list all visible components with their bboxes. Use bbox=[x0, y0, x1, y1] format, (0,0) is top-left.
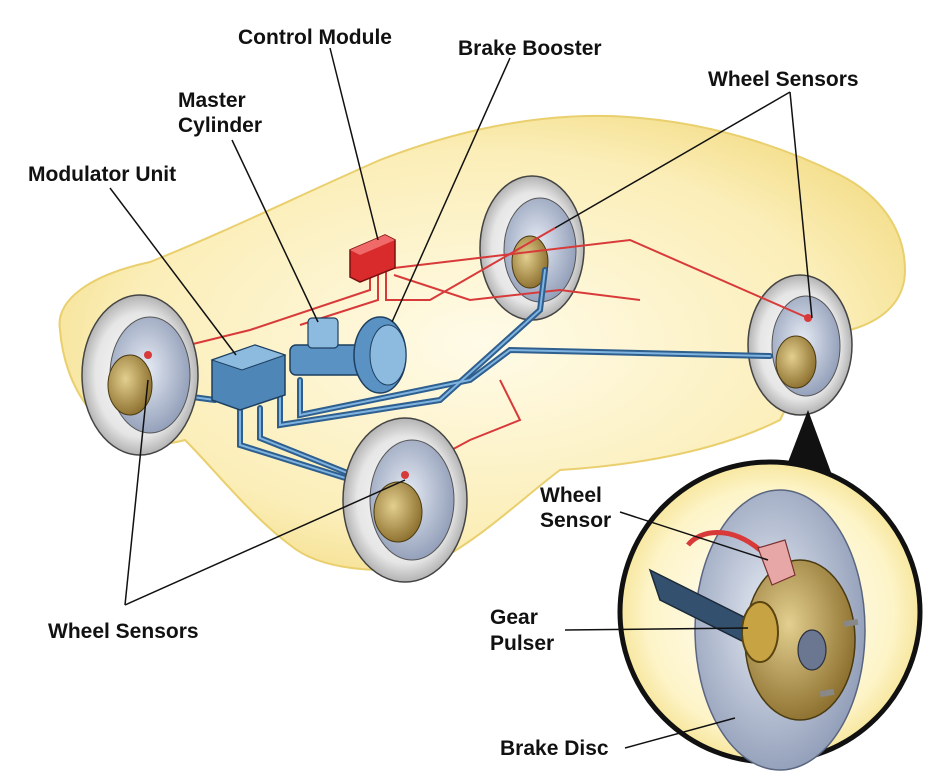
sensor-rear-near bbox=[144, 351, 152, 359]
label-wheel-sensors-bottom: Wheel Sensors bbox=[48, 620, 199, 643]
label-gear-pulser-line1: Gear bbox=[490, 606, 538, 629]
front-far-wheel bbox=[747, 274, 853, 416]
inset-detail bbox=[617, 459, 923, 771]
label-gear-pulser-line2: Pulser bbox=[490, 632, 554, 655]
label-wheel-sensors-top: Wheel Sensors bbox=[708, 68, 859, 91]
brake-booster bbox=[353, 316, 407, 394]
label-wheel-sensor-line1: Wheel bbox=[540, 484, 602, 507]
sensor-front-near bbox=[401, 471, 409, 479]
label-wheel-sensor-line2: Sensor bbox=[540, 509, 611, 532]
leader-lines bbox=[109, 47, 813, 749]
front-near-wheel bbox=[342, 417, 468, 583]
control-module bbox=[349, 234, 396, 283]
modulator-unit bbox=[210, 344, 287, 411]
inset-pointer bbox=[785, 410, 832, 475]
rear-near-wheel bbox=[81, 294, 199, 456]
wheel-sensor-detail bbox=[757, 539, 796, 586]
sensor-wire-detail bbox=[686, 530, 762, 552]
gear-pulser-ring bbox=[741, 601, 779, 663]
label-master-cylinder-line2: Cylinder bbox=[178, 114, 262, 137]
label-brake-disc: Brake Disc bbox=[500, 737, 609, 760]
label-brake-booster: Brake Booster bbox=[458, 37, 602, 60]
label-control-module: Control Module bbox=[238, 26, 392, 49]
label-modulator-unit: Modulator Unit bbox=[28, 163, 176, 186]
master-cylinder bbox=[289, 317, 371, 376]
label-master-cylinder-line1: Master bbox=[178, 89, 246, 112]
